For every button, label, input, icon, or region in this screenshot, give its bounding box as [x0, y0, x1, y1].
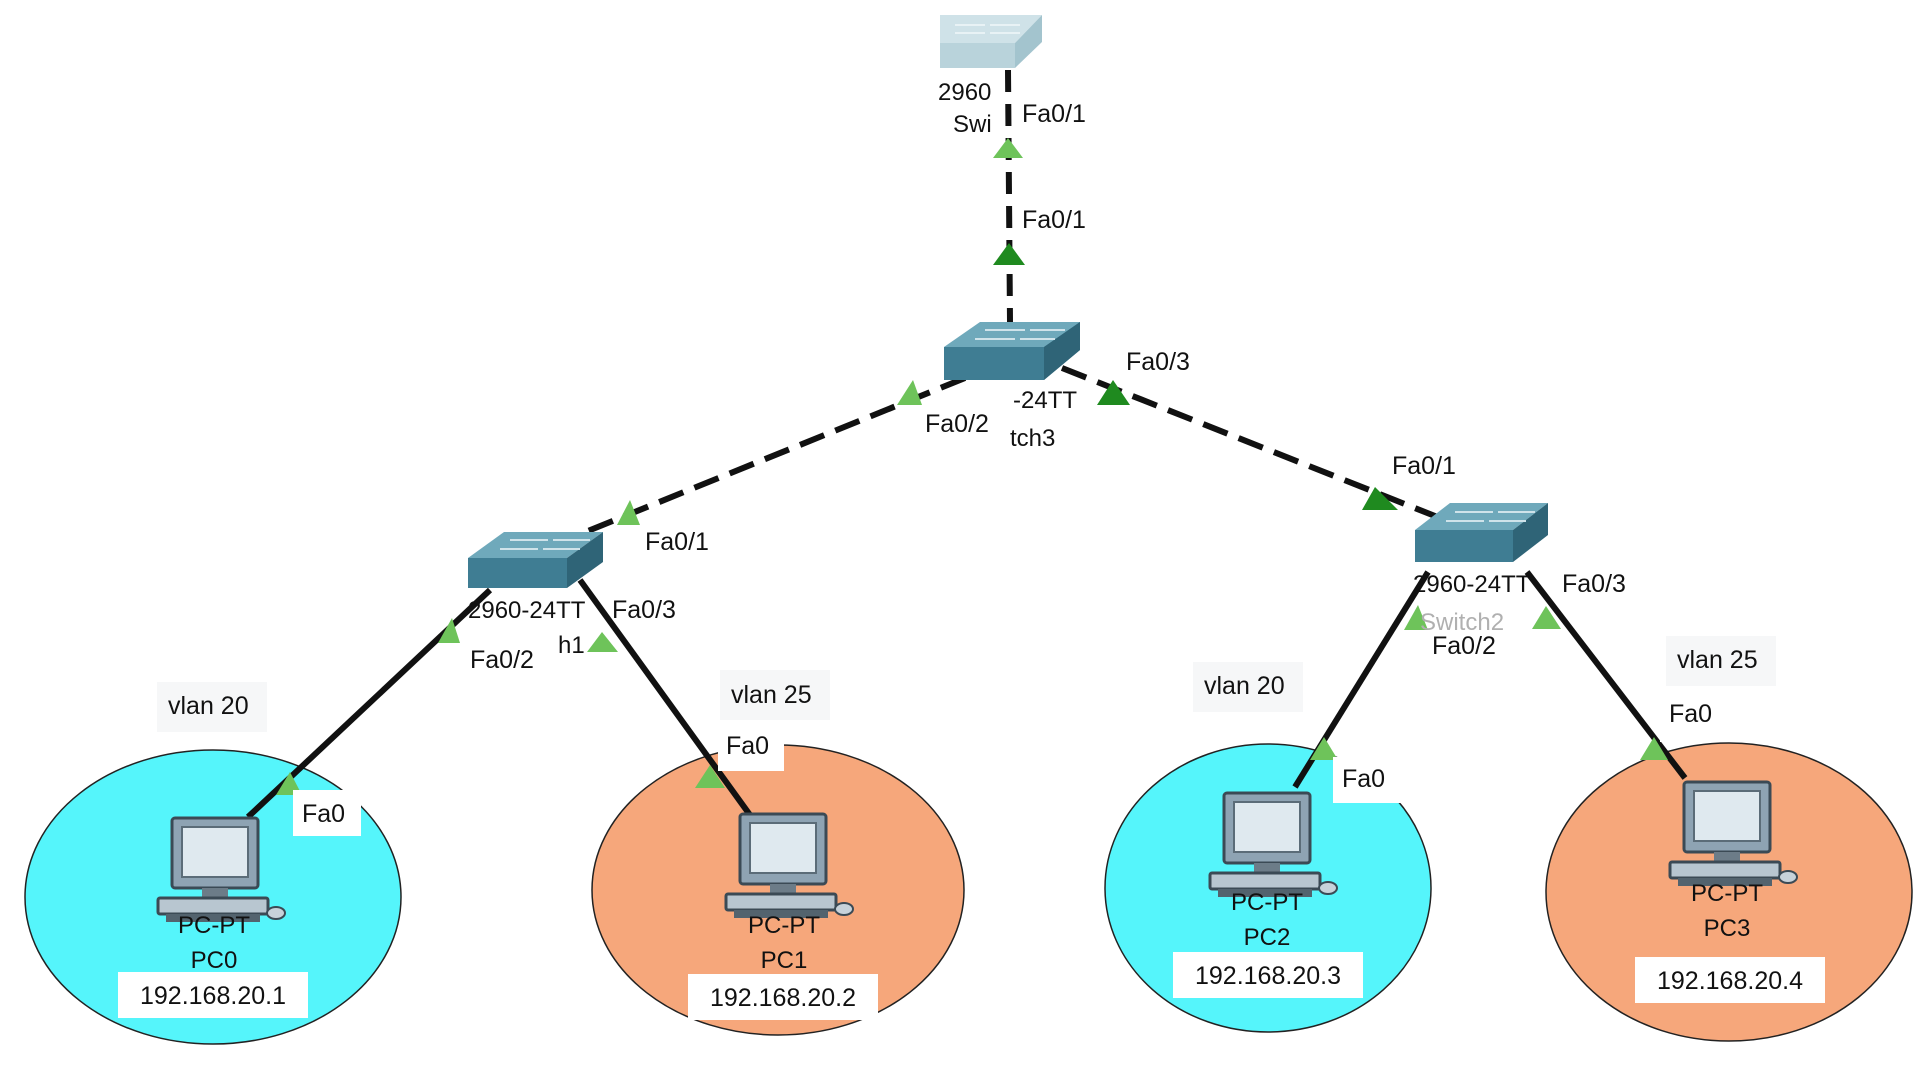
port-led-pc2	[1310, 737, 1338, 760]
port-led-top	[993, 138, 1023, 158]
vlan-label-pc3: vlan 25	[1677, 646, 1758, 674]
switch-top-name: Swi	[953, 111, 992, 138]
pc0-ip: 192.168.20.1	[140, 982, 286, 1010]
port-led-pc3	[1640, 737, 1668, 760]
pc2-ip: 192.168.20.3	[1195, 962, 1341, 990]
port-label-left-up: Fa0/1	[645, 528, 709, 556]
pc3[interactable]: PC-PT PC3 192.168.20.4	[1635, 780, 1825, 1003]
pc3-type: PC-PT	[1691, 880, 1763, 907]
pc-port-labels: Fa0 Fa0 Fa0 Fa0	[293, 696, 1730, 836]
port-led-center-left	[897, 380, 922, 405]
port-led-right-pc2	[1404, 605, 1428, 630]
port-label-right-to-pc2: Fa0/2	[1432, 632, 1496, 660]
switch-right[interactable]	[1415, 503, 1548, 562]
port-led-pc1	[695, 765, 725, 788]
port-led-left-up	[617, 500, 640, 525]
vlan-label-pc0: vlan 20	[168, 692, 249, 720]
port-label-center-left: Fa0/2	[925, 410, 989, 438]
switch-left-model: 2960-24TT	[468, 597, 586, 624]
switch-center-model: -24TT	[1013, 387, 1077, 414]
switch-left-name: h1	[558, 632, 585, 659]
switch-top-model: 2960	[938, 79, 991, 106]
switch-center-name: tch3	[1010, 425, 1055, 452]
port-label-center-right: Fa0/3	[1126, 348, 1190, 376]
link-center-right[interactable]	[1060, 365, 1442, 521]
port-led-right-pc3	[1532, 606, 1561, 629]
link-left-pc1[interactable]	[577, 578, 753, 817]
switch-left[interactable]	[468, 532, 603, 588]
vlan-labels: vlan 20 vlan 25 vlan 20 vlan 25	[157, 636, 1776, 732]
switch-center[interactable]	[944, 322, 1080, 380]
port-label-top-down: Fa0/1	[1022, 100, 1086, 128]
port-label-left-to-pc1: Fa0/3	[612, 596, 676, 624]
port-led-right-up	[1362, 487, 1398, 510]
pc2-type: PC-PT	[1231, 889, 1303, 916]
port-label-pc2: Fa0	[1342, 765, 1385, 793]
vlan-label-pc1: vlan 25	[731, 681, 812, 709]
port-label-pc3: Fa0	[1669, 700, 1712, 728]
port-indicators	[276, 138, 1668, 795]
link-right-pc3[interactable]	[1524, 570, 1688, 780]
pc2-name: PC2	[1244, 924, 1291, 951]
link-top-center[interactable]	[1005, 69, 1013, 323]
port-label-pc0: Fa0	[302, 800, 345, 828]
switch-right-name: Switch2	[1420, 609, 1504, 636]
link-center-left[interactable]	[576, 375, 967, 538]
pc3-ip: 192.168.20.4	[1657, 967, 1803, 995]
port-led-left-pc1	[587, 632, 618, 652]
port-label-pc1: Fa0	[726, 732, 769, 760]
pc0-name: PC0	[191, 947, 238, 974]
switch-labels: 2960 Swi -24TT tch3 2960-24TT h1 2960-24…	[468, 79, 1531, 659]
port-label-center-up: Fa0/1	[1022, 206, 1086, 234]
pc0[interactable]: PC-PT PC0 192.168.20.1	[118, 816, 308, 1018]
switch-right-model: 2960-24TT	[1413, 571, 1531, 598]
pc1[interactable]: PC-PT PC1 192.168.20.2	[688, 812, 878, 1020]
switch-top[interactable]	[940, 15, 1042, 68]
port-led-left-pc0	[438, 618, 460, 643]
pc1-type: PC-PT	[748, 912, 820, 939]
pc0-type: PC-PT	[178, 912, 250, 939]
port-label-left-to-pc0: Fa0/2	[470, 646, 534, 674]
port-led-center-right	[1097, 380, 1130, 405]
pc3-name: PC3	[1704, 915, 1751, 942]
port-label-right-to-pc3: Fa0/3	[1562, 570, 1626, 598]
links	[245, 69, 1688, 820]
vlan-label-pc2: vlan 20	[1204, 672, 1285, 700]
pc2[interactable]: PC-PT PC2 192.168.20.3	[1173, 791, 1363, 998]
pc1-name: PC1	[761, 947, 808, 974]
port-led-pc0	[276, 772, 302, 795]
port-led-center-up	[993, 243, 1025, 265]
port-labels: Fa0/1 Fa0/1 Fa0/2 Fa0/3 Fa0/1 Fa0/2 Fa0/…	[470, 100, 1626, 674]
pc1-ip: 192.168.20.2	[710, 984, 856, 1012]
port-label-right-up: Fa0/1	[1392, 452, 1456, 480]
